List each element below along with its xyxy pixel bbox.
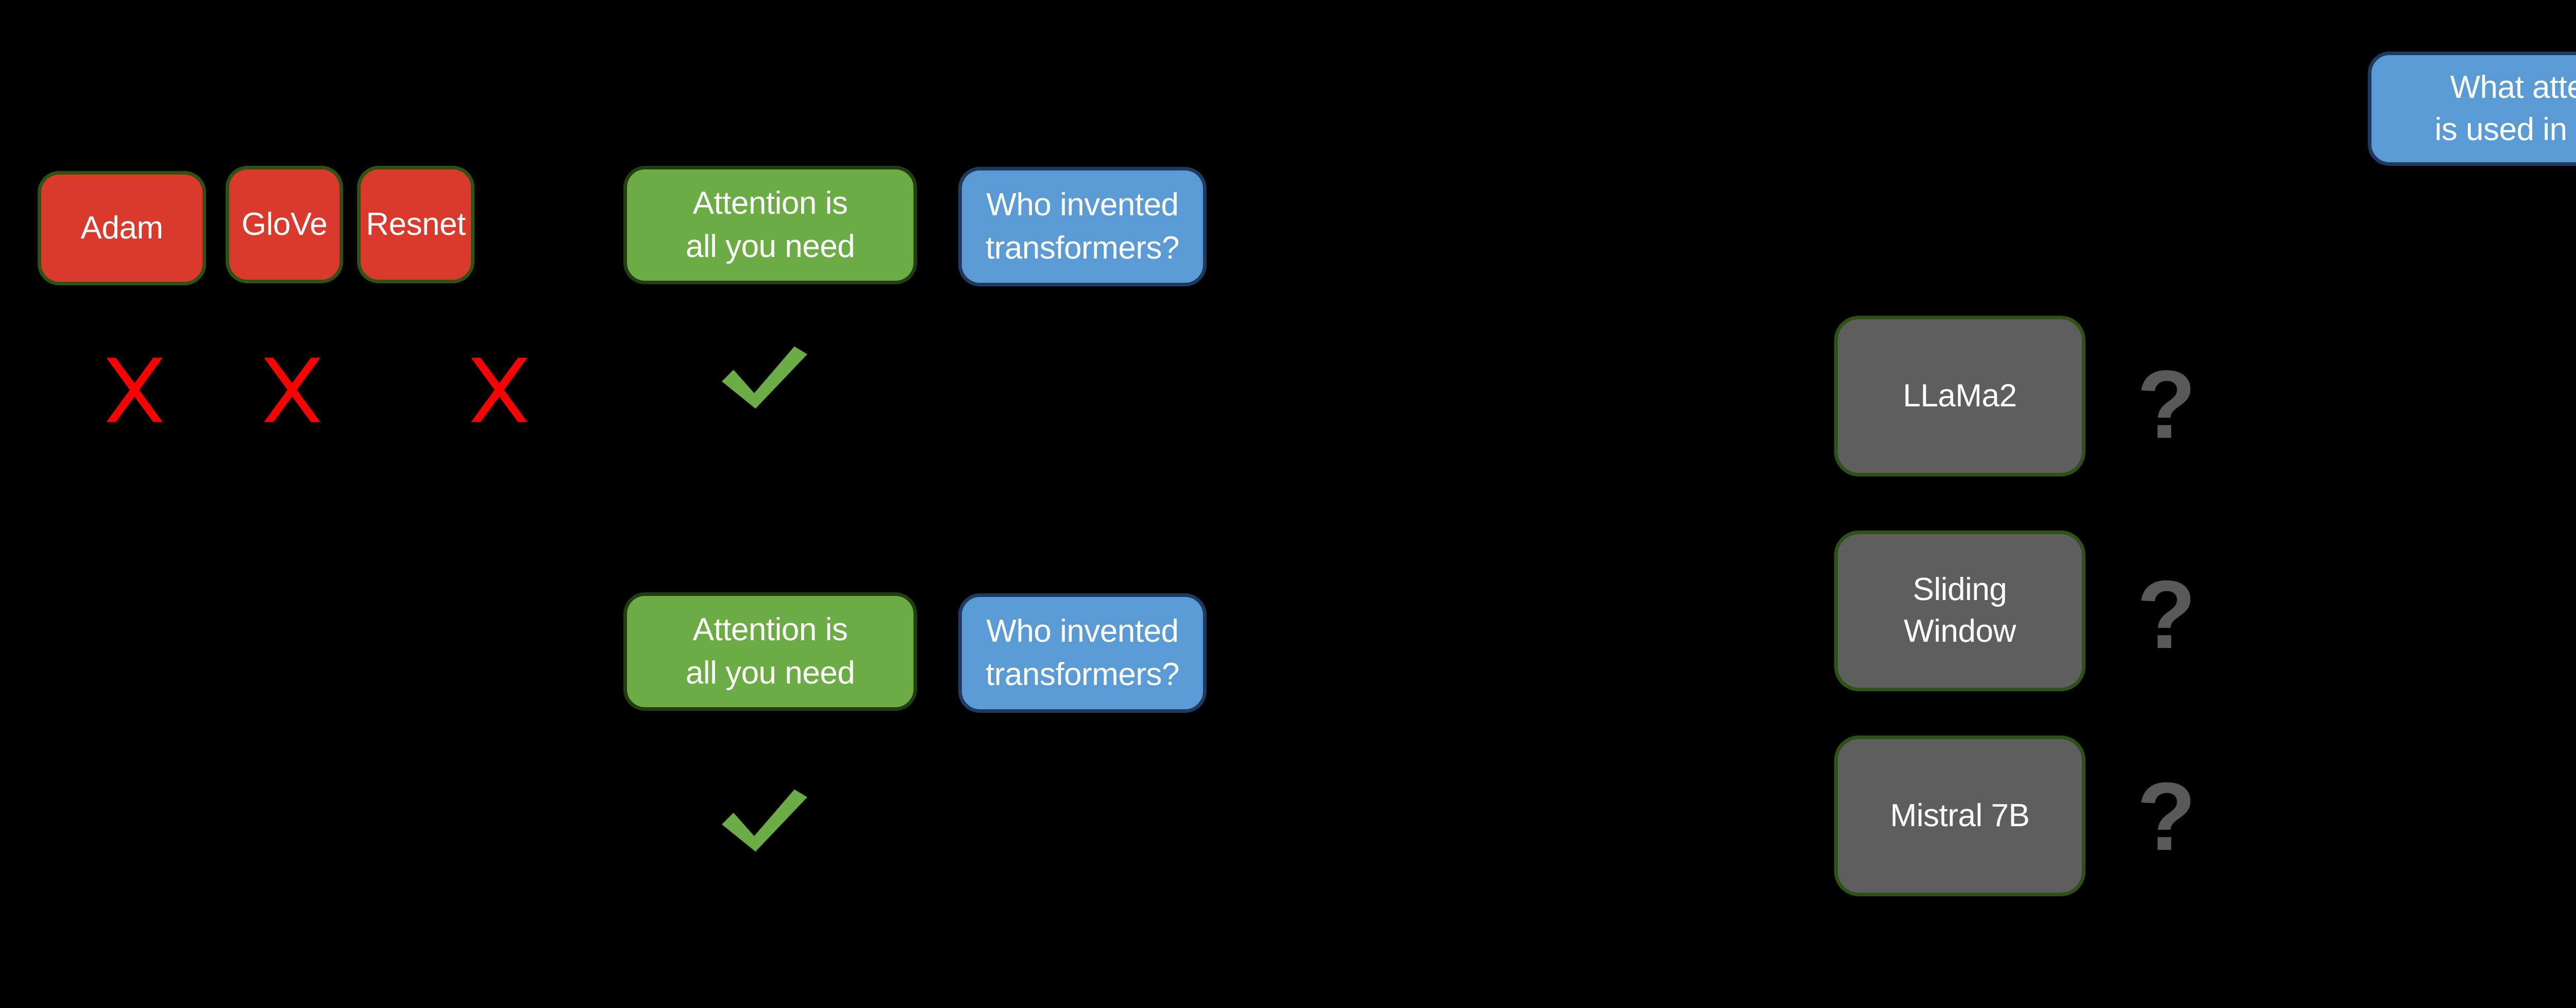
card-who-invented-transformers-row1[interactable]: Who invented transformers? xyxy=(958,167,1207,286)
card-query-what-attention-is-used-in-mistral[interactable]: What attention is used in Mistral xyxy=(2368,52,2576,166)
question-mark-icon-sliding-window: ? xyxy=(2137,560,2196,669)
question-mark-icon-llama2: ? xyxy=(2137,350,2196,458)
cross-icon-2 xyxy=(259,356,326,423)
card-attention-is-all-you-need-row2[interactable]: Attention is all you need xyxy=(623,592,917,711)
card-attention-is-all-you-need-row1[interactable]: Attention is all you need xyxy=(623,166,917,284)
check-icon-row1 xyxy=(719,344,810,411)
card-llama2[interactable]: LLaMa2 xyxy=(1834,316,2086,476)
card-glove[interactable]: GloVe xyxy=(226,166,343,283)
question-mark-icon-mistral-7b: ? xyxy=(2137,762,2196,870)
cross-icon-1 xyxy=(101,356,168,423)
card-mistral-7b[interactable]: Mistral 7B xyxy=(1834,736,2086,896)
card-resnet[interactable]: Resnet xyxy=(357,166,474,283)
card-adam[interactable]: Adam xyxy=(38,171,206,285)
cross-icon-3 xyxy=(466,356,533,423)
card-who-invented-transformers-row2[interactable]: Who invented transformers? xyxy=(958,593,1207,713)
check-icon-row2 xyxy=(719,787,810,854)
card-sliding-window[interactable]: Sliding Window xyxy=(1834,531,2086,691)
